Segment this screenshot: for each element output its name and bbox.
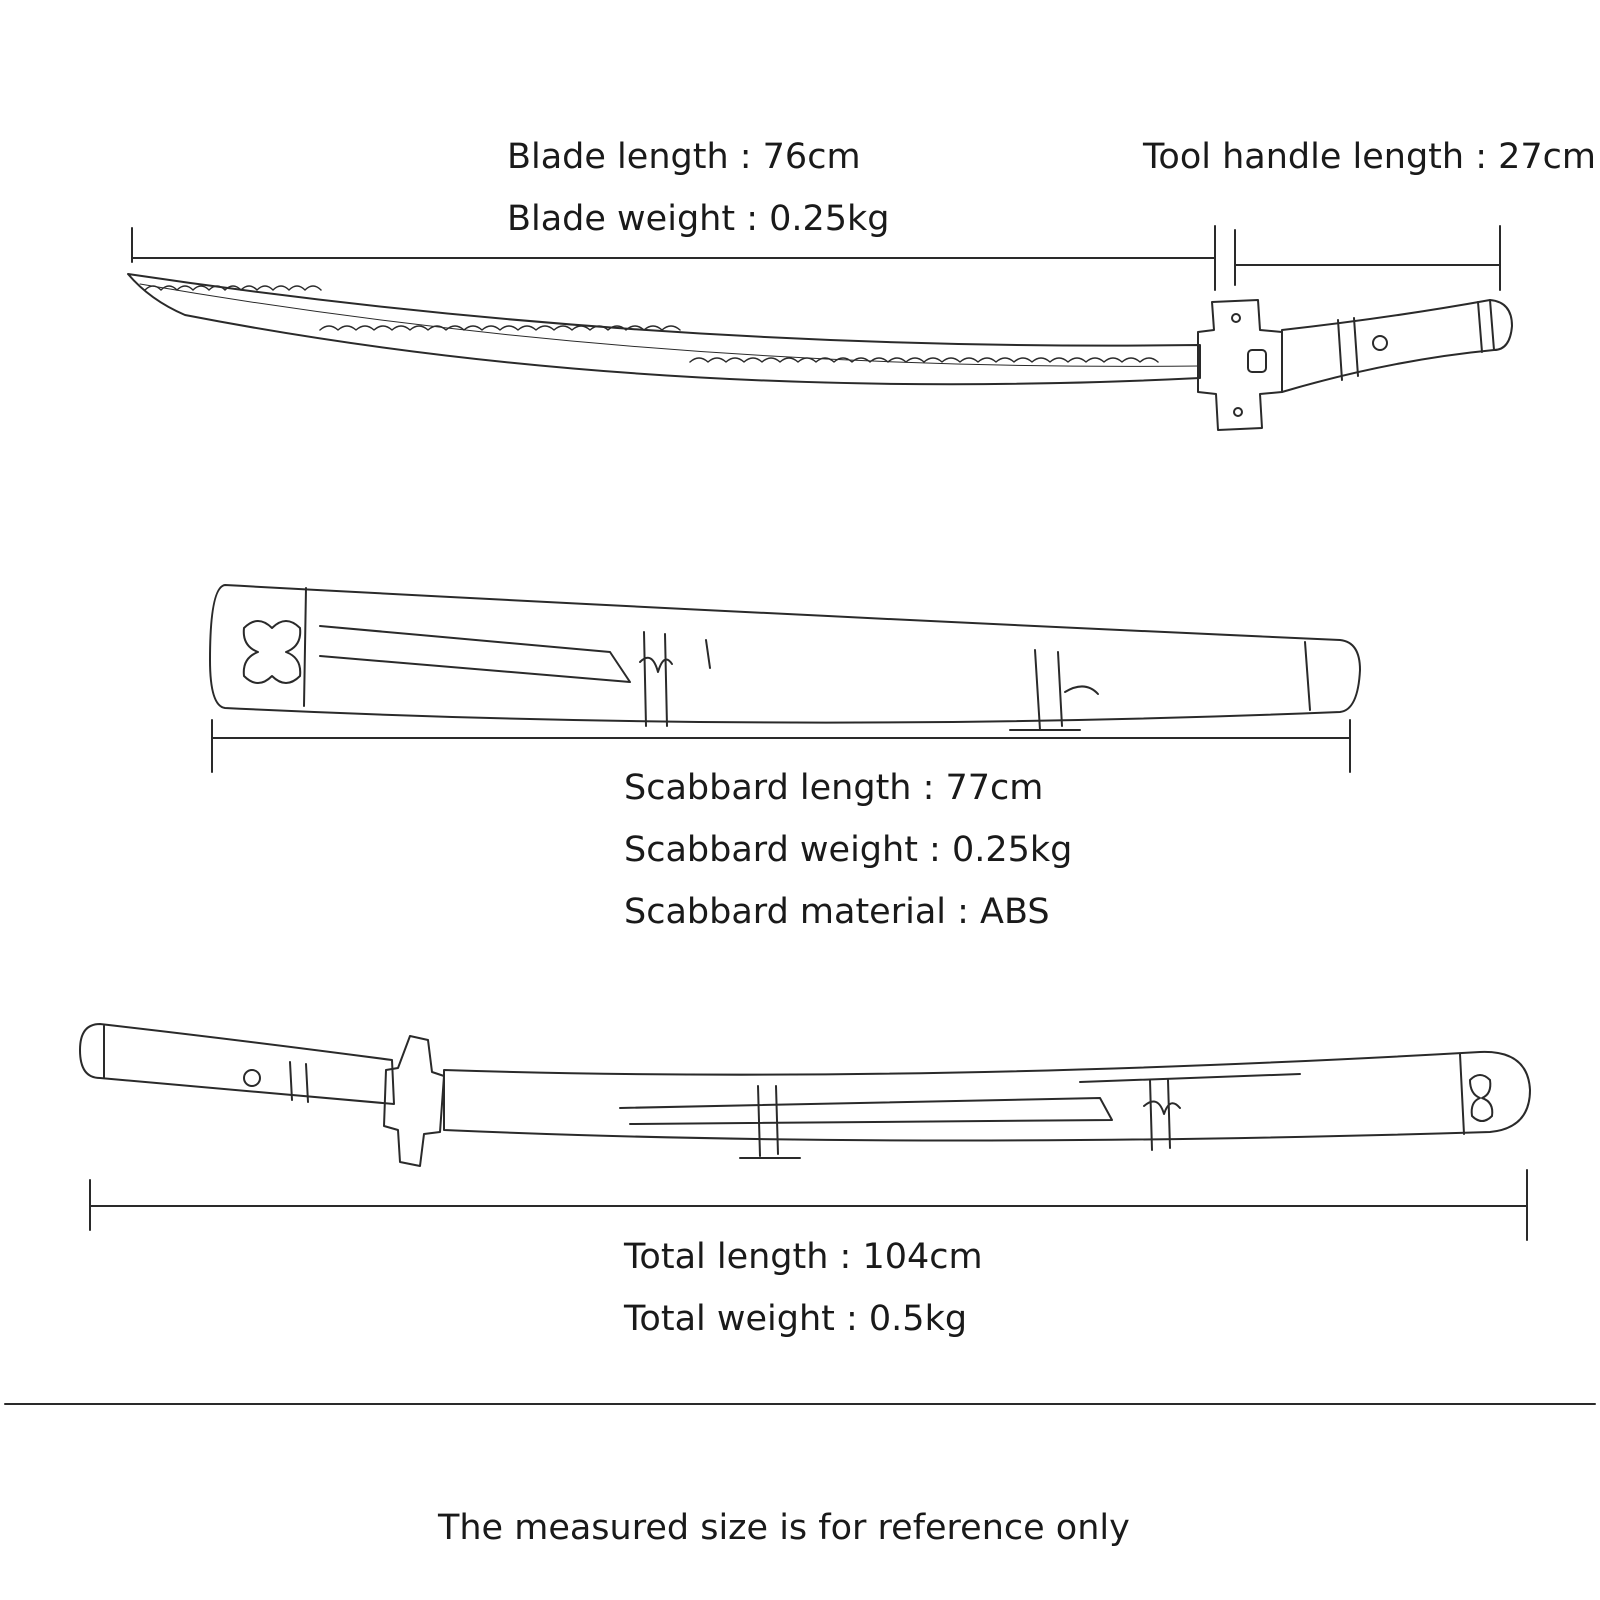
total-length-label: Total length : 104cm bbox=[624, 1237, 983, 1277]
total-dimension-line bbox=[89, 1169, 1528, 1241]
footer-note: The measured size is for reference only bbox=[438, 1508, 1130, 1548]
handle-drawing bbox=[1281, 299, 1513, 393]
tsuba-guard-bottom bbox=[383, 1035, 445, 1167]
sheathed-sword-drawing bbox=[79, 1023, 1531, 1167]
scabbard-weight-label: Scabbard weight : 0.25kg bbox=[624, 830, 1073, 870]
scabbard-material-label: Scabbard material : ABS bbox=[624, 892, 1050, 932]
blade-length-label: Blade length : 76cm bbox=[507, 137, 861, 177]
scabbard-dimension-line bbox=[211, 719, 1351, 773]
blade-weight-label: Blade weight : 0.25kg bbox=[507, 199, 890, 239]
blade-dimension-line bbox=[131, 225, 1216, 291]
tsuba-guard bbox=[1197, 299, 1283, 431]
scabbard-length-label: Scabbard length : 77cm bbox=[624, 768, 1044, 808]
total-weight-label: Total weight : 0.5kg bbox=[624, 1299, 968, 1339]
blade-drawing bbox=[127, 273, 1201, 386]
blade-hamon bbox=[144, 285, 322, 291]
scabbard-drawing bbox=[209, 584, 1361, 731]
handle-dimension-line bbox=[1234, 225, 1501, 291]
handle-length-label: Tool handle length : 27cm bbox=[1143, 137, 1597, 177]
